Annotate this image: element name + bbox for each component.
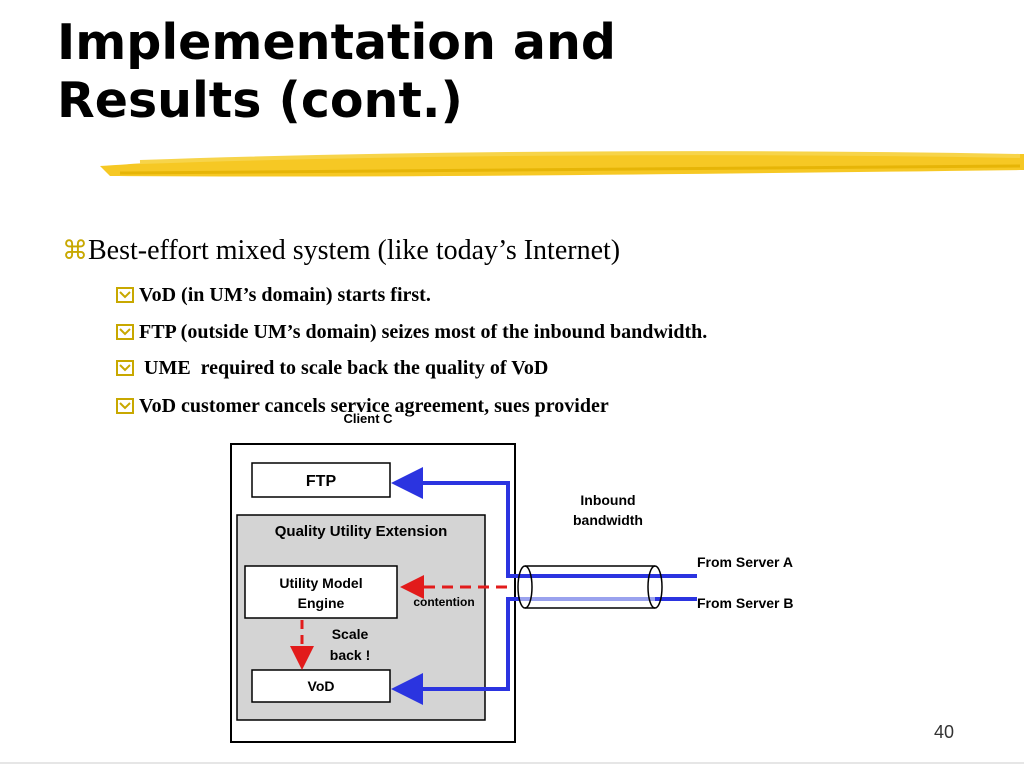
ftp-flow-line [391,467,697,578]
quality-utility-extension-label: Quality Utility Extension [275,523,448,540]
bullet-level2-item: UME required to scale back the quality o… [116,356,548,380]
bullet-level2-item: FTP (outside UM’s domain) seizes most of… [116,320,707,344]
bullet-level2-item: VoD customer cancels service agreement, … [116,394,609,418]
inbound-bandwidth-line1: Inbound [580,492,635,508]
vod-label: VoD [308,678,335,694]
pipe-left-end [517,565,533,609]
page-number: 40 [934,722,955,742]
utility-model-engine-box [244,565,398,619]
slide-title: Implementation and Results (cont.) [57,14,857,130]
title-line-2: Results (cont.) [57,72,463,129]
bullet-level2-text: VoD (in UM’s domain) starts first. [139,284,431,306]
contention-label: contention [413,595,474,609]
checkbox-bullet-icon [116,324,134,340]
utility-model-engine-line1: Utility Model [279,575,362,591]
command-key-bullet-icon: ⌘ [62,236,88,266]
title-underline-brush [100,151,1024,177]
from-server-b-label: From Server B [697,595,793,611]
client-c-label: Client C [343,411,393,426]
scale-back-label-line2: back ! [330,647,370,663]
vod-box [251,669,391,703]
checkbox-bullet-icon [116,287,134,303]
checkbox-bullet-icon [116,398,134,414]
bullet-level2-text: FTP (outside UM’s domain) seizes most of… [139,321,708,343]
title-line-1: Implementation and [57,14,616,71]
pipe-right-end [647,565,663,609]
inbound-bandwidth-pipe [525,565,655,609]
from-server-a-label: From Server A [697,554,793,570]
footer-divider [0,762,1024,764]
ftp-label: FTP [306,473,337,490]
bullet-level1: ⌘Best-effort mixed system (like today’s … [62,234,620,268]
scale-back-label-line1: Scale [332,626,369,642]
ftp-box [251,462,391,498]
bullet-level2-text: VoD customer cancels service agreement, … [139,395,609,417]
bullet-level2-text: UME required to scale back the quality o… [139,357,549,379]
bullet-level2-item: VoD (in UM’s domain) starts first. [116,283,431,307]
utility-model-engine-line2: Engine [298,595,345,611]
checkbox-bullet-icon [116,360,134,376]
inbound-bandwidth-line2: bandwidth [573,512,643,528]
bullet-level1-text: Best-effort mixed system (like today’s I… [88,235,621,266]
